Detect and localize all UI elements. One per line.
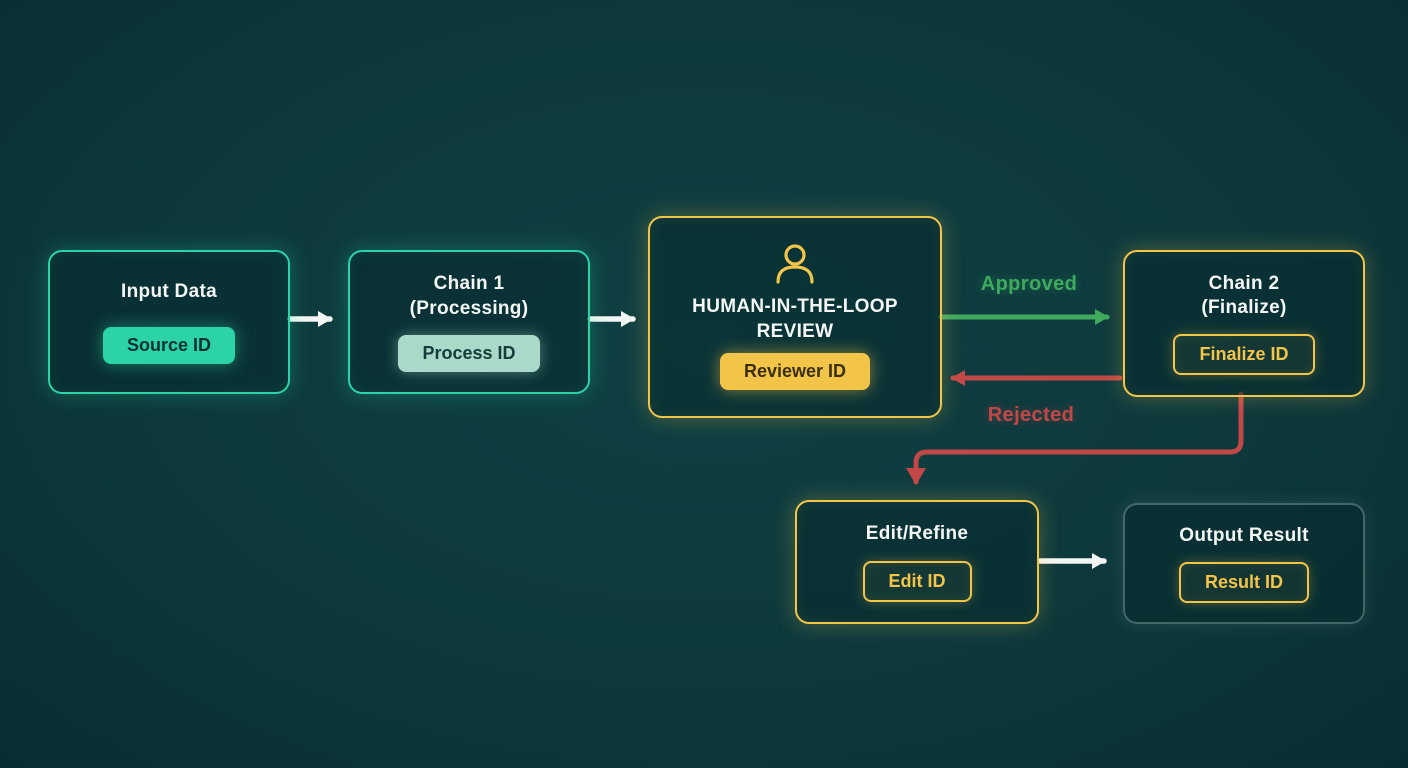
finalize-id-badge: Finalize ID — [1173, 334, 1315, 376]
node-chain1: Chain 1 (Processing) Process ID — [348, 250, 590, 394]
node-title: HUMAN-IN-THE-LOOP REVIEW — [692, 296, 898, 342]
node-title: Output Result — [1179, 524, 1309, 546]
source-id-badge: Source ID — [102, 326, 236, 364]
reviewer-id-badge: Reviewer ID — [719, 352, 871, 390]
node-output-result: Output Result Result ID — [1123, 503, 1365, 624]
node-chain2: Chain 2 (Finalize) Finalize ID — [1123, 250, 1365, 397]
arrow-chain2-to-edit — [906, 391, 1244, 485]
edit-id-badge: Edit ID — [862, 560, 972, 602]
node-title: Edit/Refine — [865, 523, 969, 545]
process-id-badge: Process ID — [398, 334, 540, 372]
approved-edge-label: Approved — [980, 273, 1078, 295]
node-title: Chain 1 (Processing) — [409, 273, 529, 319]
node-title: Input Data — [121, 281, 217, 303]
node-human-review: HUMAN-IN-THE-LOOP REVIEW Reviewer ID — [648, 216, 942, 418]
node-title: Chain 2 (Finalize) — [1201, 272, 1287, 318]
person-icon — [776, 244, 814, 284]
result-id-badge: Result ID — [1178, 562, 1309, 604]
node-input-data: Input Data Source ID — [48, 250, 290, 394]
rejected-edge-label: Rejected — [987, 404, 1075, 426]
node-edit-refine: Edit/Refine Edit ID — [795, 500, 1039, 624]
